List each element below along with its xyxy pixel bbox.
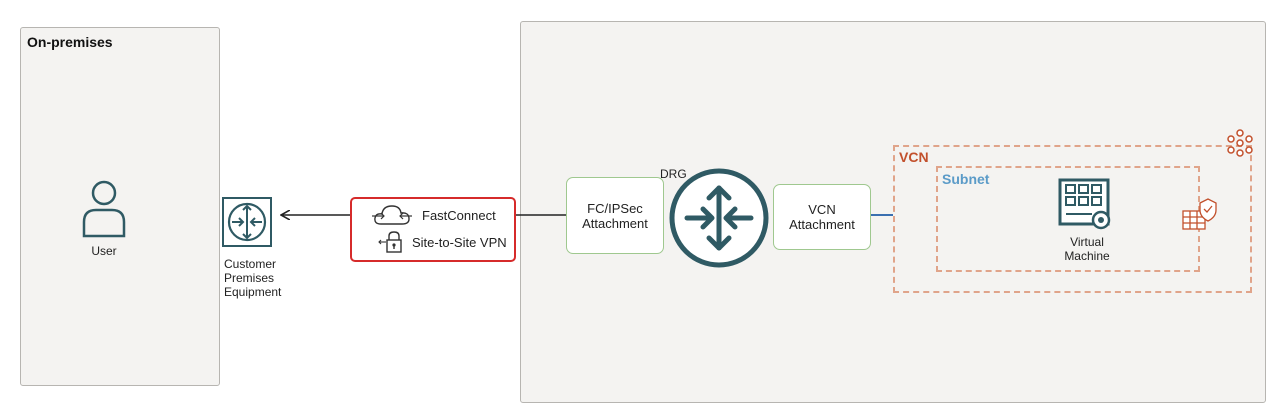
user-label: User	[91, 244, 117, 258]
vcn-attachment-line-2: Attachment	[789, 217, 855, 232]
cpe-label-line-2: Premises	[224, 271, 275, 285]
on-premises-panel	[20, 27, 220, 386]
fc-ipsec-attachment: FC/IPSec Attachment	[566, 177, 664, 254]
fastconnect-label: FastConnect	[422, 208, 496, 223]
user-icon	[82, 180, 126, 238]
vm-label: Virtual Machine	[1050, 235, 1124, 263]
cloud-icon	[372, 205, 412, 225]
drg-label: DRG	[660, 167, 687, 181]
drg-icon	[669, 168, 769, 268]
lock-icon	[378, 231, 402, 253]
vm-label-line-2: Machine	[1064, 249, 1110, 263]
on-premises-title: On-premises	[27, 34, 113, 50]
security-list-icon	[1182, 198, 1217, 230]
cpe-label-line-3: Equipment	[224, 285, 282, 299]
cpe-label-line-1: Customer	[224, 257, 277, 271]
vm-icon	[1058, 178, 1111, 230]
vcn-attachment: VCN Attachment	[773, 184, 871, 250]
vm-label-line-1: Virtual	[1070, 235, 1104, 249]
vpn-label: Site-to-Site VPN	[412, 235, 507, 250]
connectivity-box	[350, 197, 516, 262]
fc-attachment-line-2: Attachment	[582, 215, 648, 231]
vcn-title: VCN	[899, 149, 929, 165]
fc-attachment-line-1: FC/IPSec	[587, 200, 643, 216]
vcn-mesh-icon	[1227, 129, 1253, 157]
cpe-label: Customer Premises Equipment	[224, 257, 281, 299]
subnet-title: Subnet	[942, 171, 990, 187]
vcn-attachment-line-1: VCN	[808, 202, 836, 217]
router-icon	[222, 197, 272, 247]
vcn-container	[893, 145, 1252, 293]
